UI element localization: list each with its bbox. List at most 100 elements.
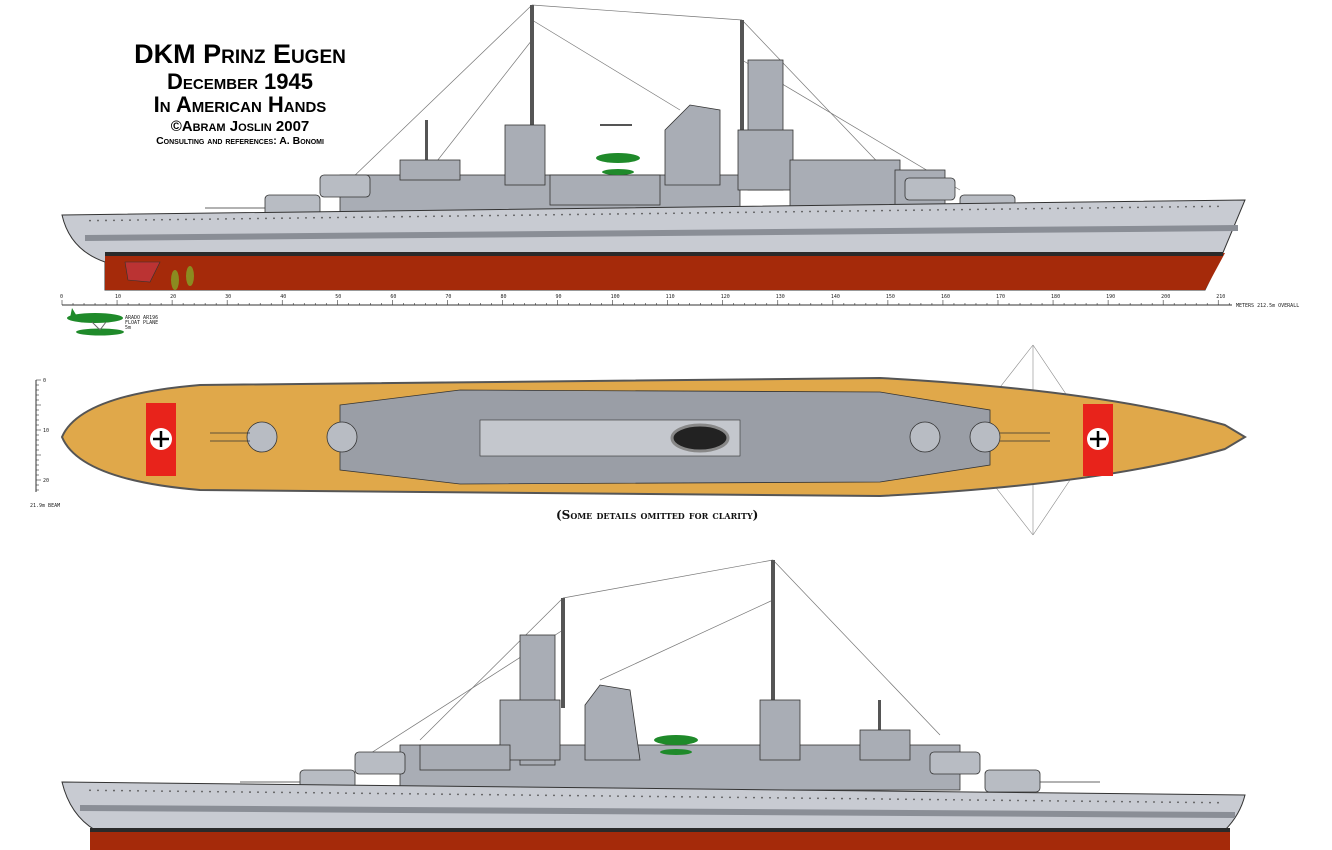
porthole — [897, 209, 899, 212]
porthole — [881, 798, 883, 800]
porthole — [625, 795, 627, 798]
beam-tick-label: 10 — [43, 428, 49, 434]
title-credits: Consulting and references: A. Bonomi — [156, 135, 324, 148]
scale-tick-label: 210 — [1216, 294, 1225, 300]
funnel-top — [670, 423, 730, 453]
porthole — [809, 210, 811, 213]
porthole — [969, 799, 971, 801]
porthole — [369, 216, 371, 218]
porthole — [929, 798, 931, 801]
porthole — [281, 217, 283, 220]
beam-tick-label: 20 — [43, 478, 49, 484]
porthole — [689, 796, 691, 798]
porthole — [577, 794, 579, 797]
porthole — [545, 794, 547, 797]
porthole — [777, 211, 779, 213]
porthole — [985, 799, 987, 802]
propellers — [171, 266, 194, 290]
porthole — [409, 215, 411, 218]
porthole — [401, 792, 403, 795]
porthole — [961, 208, 963, 211]
porthole — [665, 795, 667, 798]
porthole — [825, 210, 827, 213]
porthole — [529, 214, 531, 216]
porthole — [1145, 801, 1147, 803]
porthole — [985, 208, 987, 211]
porthole — [281, 791, 283, 794]
porthole — [313, 216, 315, 219]
porthole — [1009, 208, 1011, 210]
porthole — [865, 797, 867, 800]
porthole — [1097, 800, 1099, 803]
porthole — [937, 798, 939, 801]
porthole — [105, 789, 107, 792]
porthole — [289, 791, 291, 794]
porthole — [753, 796, 755, 799]
porthole — [657, 212, 659, 215]
porthole — [489, 214, 491, 217]
porthole — [193, 218, 195, 221]
scale-tick-label: 160 — [941, 294, 950, 300]
porthole — [1049, 207, 1051, 210]
porthole — [489, 793, 491, 796]
porthole — [185, 790, 187, 793]
porthole — [697, 212, 699, 214]
porthole — [1065, 800, 1067, 802]
scale-tick-label: 30 — [225, 294, 231, 300]
porthole — [633, 212, 635, 215]
porthole — [785, 797, 787, 799]
porthole — [225, 218, 227, 220]
porthole — [265, 791, 267, 794]
porthole — [857, 797, 859, 800]
title-date: December 1945 — [167, 69, 313, 95]
porthole — [833, 797, 835, 800]
scale-tick-label: 90 — [556, 294, 562, 300]
porthole — [409, 792, 411, 795]
porthole — [745, 211, 747, 214]
porthole — [1177, 801, 1179, 804]
porthole — [1145, 206, 1147, 209]
porthole — [753, 211, 755, 214]
porthole — [929, 209, 931, 211]
porthole — [481, 214, 483, 217]
porthole — [97, 789, 99, 792]
drawing-title-block: DKM Prinz Eugen December 1945 In America… — [60, 40, 420, 147]
porthole — [641, 795, 643, 798]
porthole — [745, 796, 747, 799]
porthole — [609, 795, 611, 797]
porthole — [385, 792, 387, 795]
porthole — [601, 795, 603, 797]
porthole — [697, 796, 699, 798]
recognition-band-forward — [1083, 404, 1113, 476]
porthole — [825, 797, 827, 800]
porthole — [417, 793, 419, 795]
porthole — [945, 798, 947, 801]
porthole — [881, 209, 883, 212]
scale-tick-label: 200 — [1161, 294, 1170, 300]
porthole — [169, 218, 171, 221]
porthole — [361, 792, 363, 795]
porthole — [521, 214, 523, 217]
porthole — [497, 214, 499, 217]
porthole — [241, 791, 243, 793]
scale-tick-label: 70 — [445, 294, 451, 300]
scale-tick-label: 110 — [666, 294, 675, 300]
hull-side-stripe — [84, 225, 1239, 241]
porthole — [601, 213, 603, 216]
porthole — [169, 790, 171, 793]
porthole — [177, 218, 179, 221]
porthole — [1089, 207, 1091, 209]
boot-topping — [105, 252, 1223, 256]
porthole — [449, 215, 451, 217]
porthole — [1121, 800, 1123, 803]
porthole — [841, 210, 843, 213]
porthole — [537, 794, 539, 797]
plan-rigging — [989, 344, 1071, 536]
porthole — [905, 798, 907, 801]
porthole — [465, 214, 467, 217]
porthole — [481, 793, 483, 796]
porthole — [737, 211, 739, 214]
porthole — [1121, 206, 1123, 209]
scale-tick-label: 180 — [1051, 294, 1060, 300]
